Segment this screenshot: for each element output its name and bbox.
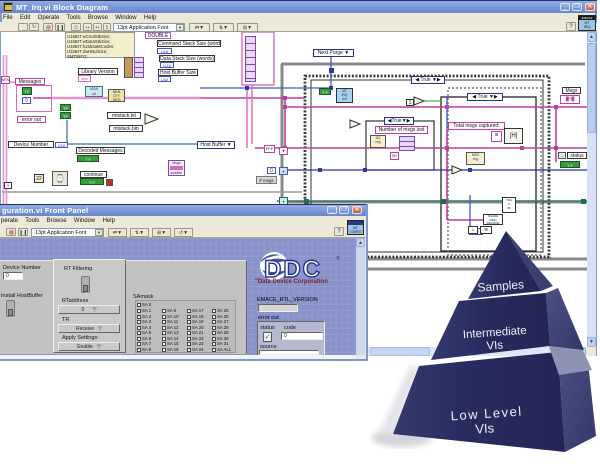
svg-text:Samples: Samples bbox=[477, 277, 525, 294]
svg-text:®: ® bbox=[336, 255, 340, 262]
svg-text:DDC: DDC bbox=[264, 256, 322, 283]
svg-text:VIs: VIs bbox=[486, 339, 504, 352]
svg-text:Intermediate: Intermediate bbox=[462, 325, 527, 341]
svg-text:VIs: VIs bbox=[475, 420, 495, 436]
svg-text:Low Level: Low Level bbox=[450, 404, 523, 424]
